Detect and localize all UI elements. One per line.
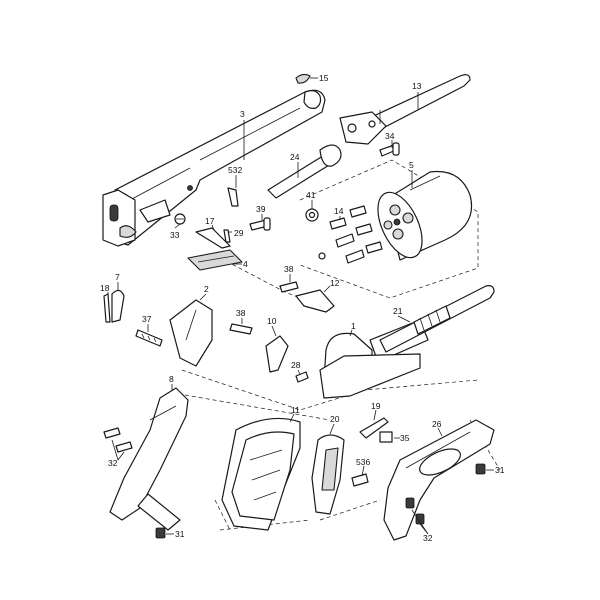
screw-38b-part: [229, 323, 253, 335]
screw-34-part: [379, 142, 400, 157]
callout-29: 29: [234, 228, 244, 238]
callout-12: 12: [330, 278, 340, 288]
callout-17: 17: [205, 216, 215, 226]
callout-31a: 31: [495, 465, 505, 475]
callout-536: 536: [356, 457, 370, 467]
callout-28: 28: [291, 360, 301, 370]
callout-39: 39: [256, 204, 266, 214]
callout-31b: 31: [175, 529, 185, 539]
spring-19-part: [359, 417, 389, 439]
callout-32b: 32: [423, 533, 433, 543]
callout-1: 1: [351, 321, 356, 331]
screw-35-part: [379, 431, 393, 443]
callout-labels: 3 15 13 34 24 532 5 41 14 33 17 29 39 4 …: [100, 73, 505, 543]
trigger-guard-part: [383, 419, 495, 541]
callout-2: 2: [204, 284, 209, 294]
screw-38a-part: [279, 281, 299, 293]
callout-38a: 38: [284, 264, 294, 274]
grip-screws-32b-part: [405, 497, 425, 525]
callout-34: 34: [385, 131, 395, 141]
callout-26: 26: [432, 419, 442, 429]
loading-lever-part: [339, 74, 471, 145]
nipples-part: [329, 205, 383, 264]
callout-3: 3: [240, 109, 245, 119]
screw-39-part: [249, 217, 271, 231]
callout-5: 5: [409, 160, 414, 170]
callout-41: 41: [306, 190, 316, 200]
pin-29-part: [223, 229, 231, 243]
pin-532-part: [227, 187, 239, 207]
washer-part: [305, 208, 326, 260]
callout-8: 8: [169, 374, 174, 384]
callout-24: 24: [290, 152, 300, 162]
callout-32a: 32: [108, 458, 118, 468]
callout-15: 15: [319, 73, 329, 83]
spring-18-part: [103, 293, 111, 323]
callout-18: 18: [100, 283, 110, 293]
rammer-part: [267, 144, 342, 199]
cylinder-pin-part: [379, 285, 495, 353]
screw-31a-part: [475, 463, 486, 475]
grip-panel-part: [311, 434, 345, 515]
arbor-part: [187, 249, 243, 271]
callout-21: 21: [393, 306, 403, 316]
callout-4: 4: [243, 259, 248, 269]
callout-37: 37: [142, 314, 152, 324]
frame-lower-part: [319, 353, 421, 399]
bolt-12-part: [295, 289, 335, 313]
callout-38b: 38: [236, 308, 246, 318]
callout-35: 35: [400, 433, 410, 443]
leader-lines: [107, 92, 494, 535]
grip-screws-32a-part: [103, 427, 133, 453]
callout-33: 33: [170, 230, 180, 240]
screw-33-part: [174, 213, 186, 225]
trigger-part: [111, 289, 125, 323]
callout-13: 13: [412, 81, 422, 91]
backstrap-part: [109, 387, 189, 531]
cylinder-part: [377, 170, 473, 261]
hand-part: [169, 299, 213, 367]
spring-17-part: [195, 227, 231, 249]
callout-20: 20: [330, 414, 340, 424]
wedge-pin-part: [295, 73, 318, 84]
screw-28-part: [295, 371, 309, 383]
grip-part: [221, 417, 301, 531]
screw-536-part: [351, 473, 369, 487]
bolt-10-part: [265, 335, 289, 373]
callout-10: 10: [267, 316, 277, 326]
screw-37-part: [135, 329, 163, 347]
barrel-part: [102, 89, 326, 247]
screw-31b-part: [155, 527, 166, 539]
callout-532: 532: [228, 165, 242, 175]
callout-7: 7: [115, 272, 120, 282]
callout-11: 11: [291, 405, 300, 415]
callout-14: 14: [334, 206, 344, 216]
callout-19: 19: [371, 401, 381, 411]
